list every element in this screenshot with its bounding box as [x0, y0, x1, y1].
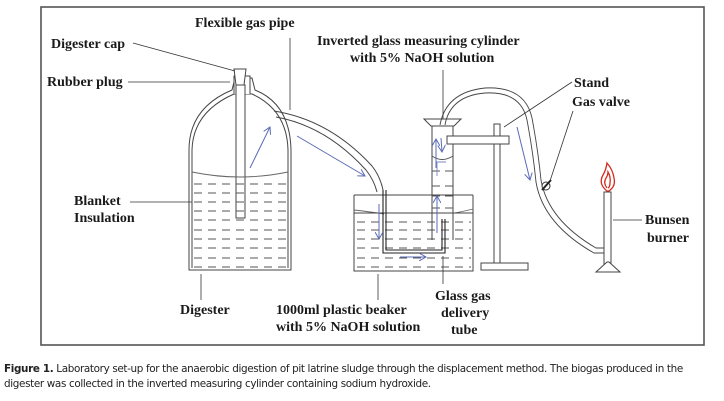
leader-lines — [128, 38, 642, 300]
glass-delivery-tube — [382, 190, 446, 254]
label-flexible-gas-pipe: Flexible gas pipe — [195, 16, 295, 31]
label-insulation: Insulation — [74, 211, 135, 226]
gas-flow-arrows — [249, 126, 530, 257]
digester-liquid — [194, 183, 287, 268]
label-cylinder-2: with 5% NaOH solution — [350, 51, 495, 66]
flow-arrow — [249, 127, 270, 169]
digester-cap — [233, 68, 247, 86]
cylinder-flow-bracket — [436, 161, 446, 176]
flow-arrow — [441, 137, 442, 152]
apparatus-diagram: Digester cap Rubber plug Flexible gas pi… — [40, 6, 705, 346]
cylinder-gas-water-meniscus — [431, 155, 454, 160]
figure-caption: Figure 1. Laboratory set-up for the anae… — [4, 362, 722, 392]
label-beaker-2: with 5% NaOH solution — [276, 320, 421, 335]
figure-caption-text: Laboratory set-up for the anaerobic dige… — [4, 363, 683, 390]
bunsen-burner — [594, 191, 622, 273]
label-cylinder: Inverted glass measuring cylinder — [317, 34, 520, 49]
label-stand: Stand — [574, 76, 609, 91]
label-bunsen: Bunsen — [645, 213, 690, 228]
flow-arrow — [296, 135, 365, 176]
retort-stand — [446, 123, 529, 271]
label-digester: Digester — [180, 303, 230, 318]
label-rubber-plug: Rubber plug — [47, 75, 123, 90]
label-burner: burner — [647, 231, 689, 246]
figure-caption-label: Figure 1. — [4, 363, 54, 375]
cylinder-liquid — [432, 170, 453, 209]
flow-arrow — [516, 126, 530, 180]
figure-frame — [40, 6, 705, 346]
gas-valve-icon — [541, 179, 552, 191]
flame-icon — [600, 161, 616, 192]
beaker-liquid — [357, 221, 471, 268]
beaker-liquid-surface-left — [353, 209, 385, 215]
digester-slurry-surface — [191, 171, 289, 178]
label-delivery-tube: Glass gas — [435, 289, 491, 304]
label-blanket: Blanket — [74, 194, 121, 209]
label-gas-valve: Gas valve — [572, 95, 630, 110]
label-delivery-tube-3: tube — [451, 323, 477, 338]
plastic-beaker — [353, 194, 474, 272]
digester-inlet-tube — [235, 84, 246, 219]
label-digester-cap: Digester cap — [51, 37, 125, 52]
label-beaker: 1000ml plastic beaker — [276, 303, 407, 318]
flexible-gas-pipe — [273, 110, 384, 193]
beaker-liquid-surface-right — [454, 208, 474, 214]
label-delivery-tube-2: delivery — [441, 306, 489, 321]
gas-outlet-pipe — [439, 87, 605, 254]
